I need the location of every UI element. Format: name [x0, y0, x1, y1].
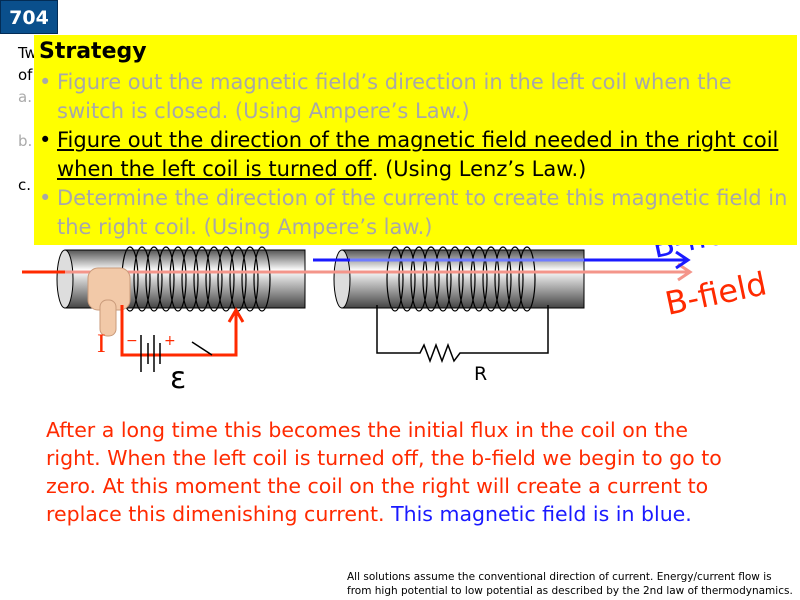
red-field-arrow — [22, 262, 693, 282]
emf-label: ε — [170, 361, 186, 396]
explanation-blue: This magnetic field is in blue. — [391, 502, 692, 526]
strategy-item-underlined: Figure out the direction of the magnetic… — [57, 128, 779, 181]
right-coil — [333, 246, 585, 312]
explanation-red: After a long time this becomes the initi… — [46, 418, 722, 526]
background-text: a. — [18, 88, 32, 106]
blue-field-arrow — [313, 250, 691, 270]
battery-icon — [140, 335, 161, 372]
background-text: Tw — [18, 44, 37, 62]
left-circuit — [120, 305, 245, 357]
thumb-down-hand-icon — [87, 267, 131, 337]
background-text: b. — [18, 132, 33, 150]
strategy-item-rest: . (Using Lenz’s Law.) — [371, 157, 587, 181]
current-label: I — [97, 329, 106, 358]
resistor-label: R — [474, 363, 487, 385]
strategy-title: Strategy — [39, 39, 147, 64]
footnote: All solutions assume the conventional di… — [347, 571, 793, 597]
strategy-item: •Figure out the magnetic field’s directi… — [39, 68, 794, 123]
background-text: of — [18, 66, 33, 84]
strategy-item-text: Determine the direction of the current t… — [57, 186, 788, 239]
strategy-box: Strategy •Figure out the magnetic field’… — [34, 35, 797, 245]
right-circuit — [376, 305, 549, 364]
background-text: c. — [18, 176, 32, 194]
switch[interactable] — [191, 341, 213, 356]
minus-label: − — [126, 333, 138, 349]
strategy-item-text: Figure out the magnetic field’s directio… — [57, 70, 732, 123]
explanation-text: After a long time this becomes the initi… — [46, 416, 746, 528]
slide-number-badge: 704 — [0, 0, 58, 34]
plus-label: + — [164, 333, 176, 349]
strategy-item-active: •Figure out the direction of the magneti… — [39, 128, 779, 181]
strategy-item: •Determine the direction of the current … — [39, 184, 794, 239]
